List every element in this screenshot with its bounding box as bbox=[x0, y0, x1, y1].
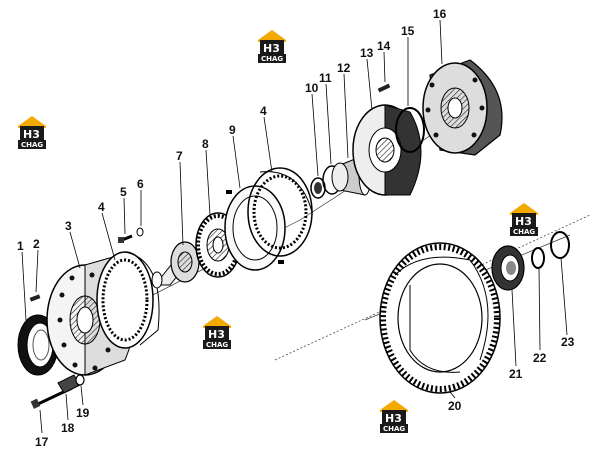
part-splined-shaft bbox=[151, 241, 200, 289]
part-o-ring bbox=[395, 107, 425, 153]
callout-1: 1 bbox=[17, 239, 24, 253]
callout-2: 2 bbox=[33, 237, 40, 251]
watermark-logo-left-text: H3 bbox=[23, 128, 40, 141]
watermark-logo-right: H3 CHAG bbox=[510, 203, 538, 236]
part-ring-gear-left bbox=[96, 251, 160, 349]
watermark-logo-right-text: H3 bbox=[515, 215, 532, 228]
part-bolt-small bbox=[118, 234, 133, 243]
callout-12: 12 bbox=[337, 61, 351, 75]
watermark-logo-bottom: H3 CHAG bbox=[380, 400, 408, 433]
part-flange-plate bbox=[352, 104, 422, 196]
watermark-logo-right-sub: CHAG bbox=[513, 228, 535, 236]
part-ring-gear-right bbox=[247, 167, 313, 257]
watermark-logo-bottom-sub: CHAG bbox=[383, 425, 405, 433]
part-roller-bearing bbox=[491, 245, 525, 291]
watermark-logo-center-sub: CHAG bbox=[206, 341, 228, 349]
callout-19: 19 bbox=[76, 406, 90, 420]
part-nut bbox=[75, 374, 85, 386]
callout-4-left: 4 bbox=[98, 200, 105, 214]
callout-23: 23 bbox=[561, 335, 575, 349]
callout-7: 7 bbox=[176, 149, 183, 163]
watermark-logo-top-sub: CHAG bbox=[261, 55, 283, 63]
watermark-logo-center-text: H3 bbox=[208, 328, 225, 341]
watermark-logo-top-text: H3 bbox=[263, 42, 280, 55]
callout-5: 5 bbox=[120, 185, 127, 199]
part-retaining-ring bbox=[531, 247, 545, 269]
watermark-logo-left-sub: CHAG bbox=[21, 141, 43, 149]
part-dowel-pin bbox=[377, 83, 391, 93]
callout-14: 14 bbox=[377, 39, 391, 53]
watermark-logo-left: H3 CHAG bbox=[18, 116, 46, 149]
watermark-logo-top: H3 CHAG bbox=[258, 30, 286, 63]
part-washer-small bbox=[136, 227, 144, 237]
part-crown-gear bbox=[379, 242, 501, 394]
callout-6: 6 bbox=[137, 177, 144, 191]
callout-labels: 1 2 3 4 5 6 7 8 9 4 10 11 12 13 14 15 16… bbox=[17, 7, 575, 449]
part-spacer-ring bbox=[550, 231, 570, 259]
part-pin bbox=[29, 294, 41, 302]
callout-16: 16 bbox=[433, 7, 447, 21]
callout-13: 13 bbox=[360, 46, 374, 60]
part-spindle-carrier bbox=[422, 59, 503, 156]
callout-18: 18 bbox=[61, 421, 75, 435]
callout-21: 21 bbox=[509, 367, 523, 381]
part-lock-plate bbox=[224, 185, 286, 271]
callout-3: 3 bbox=[65, 219, 72, 233]
callout-11: 11 bbox=[319, 71, 332, 85]
leader-lines bbox=[21, 19, 568, 434]
callout-10: 10 bbox=[305, 81, 319, 95]
callout-20: 20 bbox=[448, 399, 462, 413]
watermark-logo-center: H3 CHAG bbox=[203, 316, 231, 349]
callout-17: 17 bbox=[35, 435, 49, 449]
watermark-logo-bottom-text: H3 bbox=[385, 412, 402, 425]
callout-4-right: 4 bbox=[260, 104, 267, 118]
callout-9: 9 bbox=[229, 123, 236, 137]
callout-15: 15 bbox=[401, 24, 415, 38]
callout-22: 22 bbox=[533, 351, 547, 365]
callout-8: 8 bbox=[202, 137, 209, 151]
